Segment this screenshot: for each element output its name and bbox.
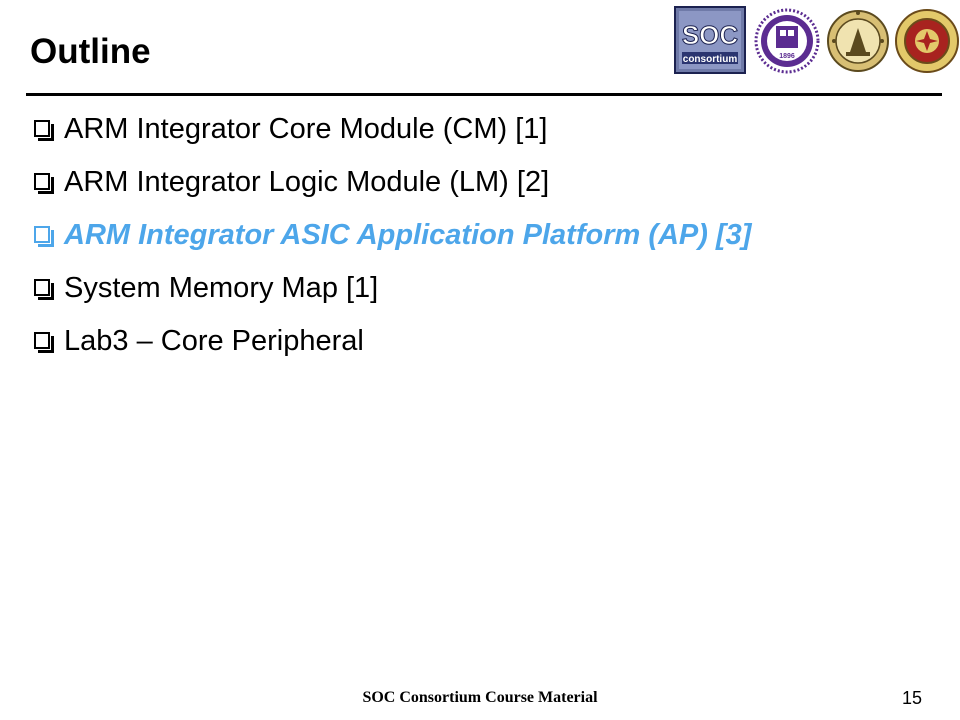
bullet-text: ARM Integrator Logic Module (LM) [2] [64, 166, 550, 198]
checkbox-bullet-icon [34, 173, 54, 194]
svg-text:1896: 1896 [779, 53, 795, 60]
page-number: 15 [902, 688, 923, 708]
logo-strip: SOC consortium 1896 [674, 6, 960, 76]
checkbox-bullet-icon [34, 120, 54, 141]
bullet-item: System Memory Map [1] [34, 269, 914, 308]
svg-text:consortium: consortium [683, 54, 738, 65]
bullet-text: ARM Integrator ASIC Application Platform… [64, 219, 752, 251]
bullet-text: System Memory Map [1] [64, 272, 379, 304]
bullet-item: ARM Integrator ASIC Application Platform… [34, 216, 914, 255]
university-seal-purple: 1896 [754, 8, 820, 74]
bullet-list: ARM Integrator Core Module (CM) [1] ARM I… [34, 110, 914, 375]
bullet-text: Lab3 – Core Peripheral [64, 325, 364, 357]
bullet-item: ARM Integrator Logic Module (LM) [2] [34, 163, 914, 202]
footer-text: SOC Consortium Course Material [362, 689, 598, 706]
bullet-text: ARM Integrator Core Module (CM) [1] [64, 113, 548, 145]
checkbox-bullet-icon [34, 226, 54, 247]
title-underline [26, 93, 942, 96]
university-seal-gold [827, 10, 889, 72]
checkbox-bullet-icon [34, 332, 54, 353]
bullet-item: Lab3 – Core Peripheral [34, 322, 914, 361]
checkbox-bullet-icon [34, 279, 54, 300]
university-seal-red [895, 9, 959, 73]
soc-consortium-logo: SOC consortium [674, 6, 746, 74]
slide-title: Outline [30, 32, 151, 71]
svg-text:SOC: SOC [682, 20, 739, 50]
bullet-item: ARM Integrator Core Module (CM) [1] [34, 110, 914, 149]
